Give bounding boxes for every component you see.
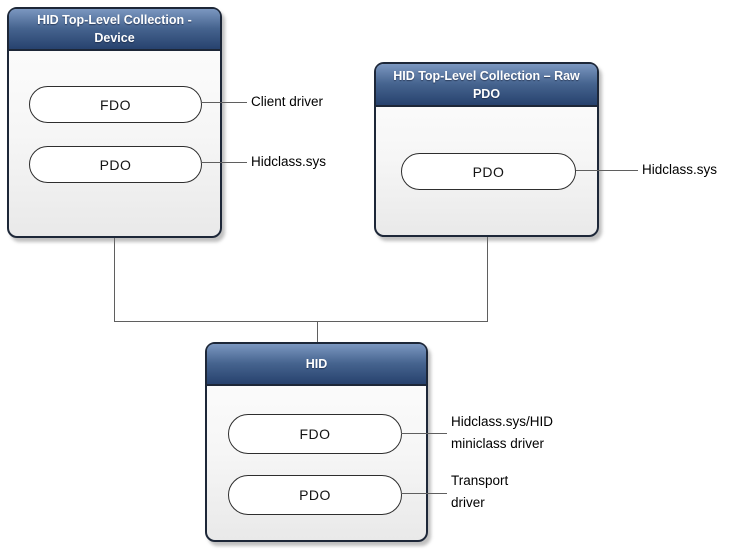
box-hid-tlc-raw-pdo: HID Top-Level Collection – Raw PDO PDO	[374, 62, 599, 237]
callout-label-device-hidclass: Hidclass.sys	[251, 152, 326, 172]
callout-label-line: Hidclass.sys	[251, 154, 327, 169]
box-title-line: PDO	[472, 86, 501, 101]
callout-line-rawpdo-pdo	[576, 170, 638, 171]
callout-label-rawpdo-hidclass: Hidclass.sys	[642, 160, 717, 180]
callout-label-line: driver	[451, 495, 485, 510]
hid-fdo-pill: FDO	[228, 414, 402, 454]
pill-label: PDO	[99, 156, 132, 173]
callout-label-transport-driver: Transport driver	[451, 470, 508, 514]
callout-label-client-driver: Client driver	[251, 92, 323, 112]
box-hid-tlc-device-header: HID Top-Level Collection - Device	[9, 9, 220, 51]
callout-line-hid-fdo	[401, 433, 447, 434]
pill-label: PDO	[299, 487, 331, 503]
callout-label-line: Client driver	[251, 94, 324, 109]
callout-label-line: Hidclass.sys/HID	[451, 414, 554, 429]
box-hid-tlc-device: HID Top-Level Collection - Device FDO PD…	[7, 7, 222, 238]
callout-line-device-pdo	[201, 162, 247, 163]
device-pdo-pill: PDO	[29, 146, 202, 183]
device-fdo-pill: FDO	[29, 86, 202, 123]
box-title-line: HID Top-Level Collection – Raw	[393, 68, 580, 83]
callout-line-hid-pdo	[401, 493, 447, 494]
callout-label-line: Transport	[451, 473, 509, 488]
pill-label: FDO	[299, 426, 331, 442]
rawpdo-pdo-pill: PDO	[401, 153, 576, 190]
box-hid-header: HID	[207, 344, 426, 386]
box-hid-tlc-raw-pdo-header: HID Top-Level Collection – Raw PDO	[376, 64, 597, 107]
box-title-line: Device	[94, 31, 135, 45]
callout-line-device-fdo	[201, 102, 247, 103]
box-title-line: HID Top-Level Collection -	[37, 13, 192, 27]
connector-horizontal-bus	[114, 321, 488, 322]
box-hid: HID FDO PDO	[205, 342, 428, 542]
pill-label: FDO	[99, 96, 132, 113]
connector-hid-box-up	[317, 321, 318, 342]
callout-label-line: miniclass driver	[451, 436, 545, 451]
connector-device-box-down	[114, 238, 115, 322]
callout-label-line: Hidclass.sys	[642, 162, 718, 177]
connector-rawpdo-box-down	[487, 236, 488, 322]
callout-label-hid-miniclass: Hidclass.sys/HID miniclass driver	[451, 411, 553, 455]
box-title-line: HID	[305, 357, 328, 371]
hid-pdo-pill: PDO	[228, 475, 402, 515]
pill-label: PDO	[472, 163, 505, 180]
